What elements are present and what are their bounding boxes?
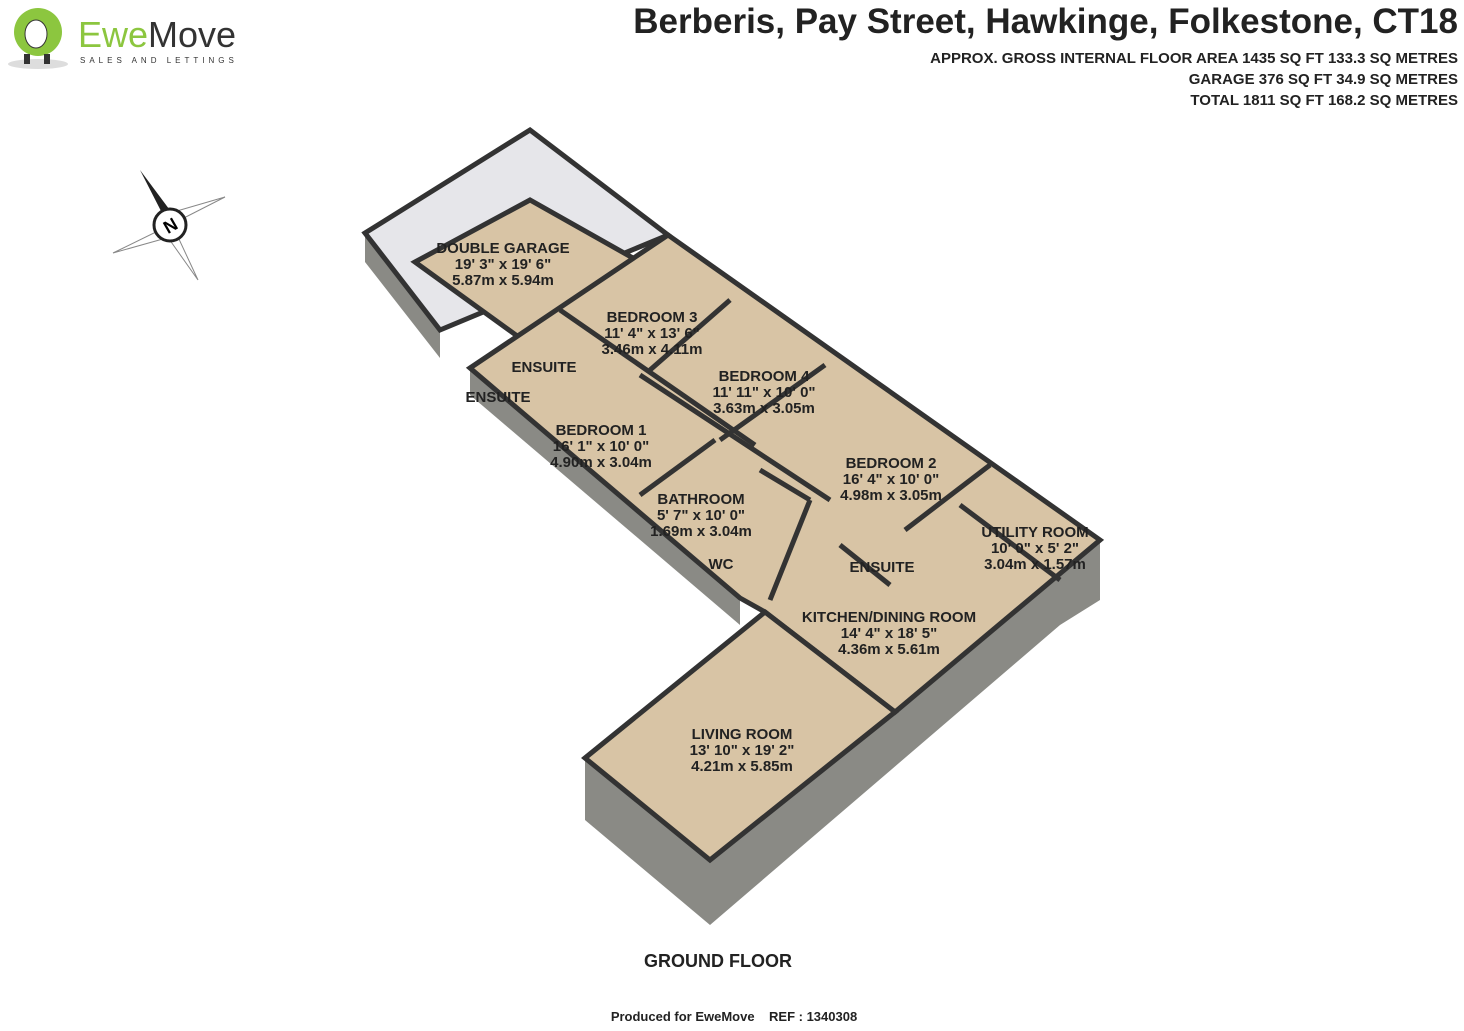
room-name: WC <box>708 556 734 573</box>
logo-wordmark: EweMove <box>78 14 236 56</box>
room-name: BEDROOM 4 <box>718 368 810 385</box>
area-total: TOTAL 1811 SQ FT 168.2 SQ METRES <box>1190 92 1458 109</box>
footer-reference: Produced for EweMove REF : 1340308 <box>610 1009 858 1024</box>
room-size-metric: 3.63m x 3.05m <box>713 400 815 417</box>
area-gross: APPROX. GROSS INTERNAL FLOOR AREA 1435 S… <box>930 50 1458 67</box>
logo-ewe: Ewe <box>78 14 149 55</box>
floors <box>361 126 1105 864</box>
property-address: Berberis, Pay Street, Hawkinge, Folkesto… <box>633 2 1458 41</box>
room-size-metric: 3.04m x 1.57m <box>984 556 1086 573</box>
room-size-imperial: 11' 11" x 10' 0" <box>712 384 816 401</box>
floor-label: GROUND FLOOR <box>644 951 792 971</box>
logo-tagline: SALES AND LETTINGS <box>80 56 238 65</box>
room-size-metric: 3.46m x 4.11m <box>601 341 703 358</box>
room-size-imperial: 16' 1" x 10' 0" <box>552 438 650 455</box>
room-size-imperial: 14' 4" x 18' 5" <box>840 625 938 642</box>
room-ensuite-3: ENSUITE <box>849 560 914 576</box>
room-wc: WC <box>709 557 734 573</box>
room-size-metric: 1.69m x 3.04m <box>650 523 752 540</box>
room-name: LIVING ROOM <box>691 726 793 743</box>
area-garage: GARAGE 376 SQ FT 34.9 SQ METRES <box>1188 71 1458 88</box>
room-name: ENSUITE <box>849 559 915 576</box>
room-name: DOUBLE GARAGE <box>436 240 570 257</box>
sheep-logo-icon <box>8 8 68 69</box>
room-ensuite-1: ENSUITE <box>511 360 576 376</box>
room-ensuite-2: ENSUITE <box>465 390 530 406</box>
room-name: UTILITY ROOM <box>981 524 1089 541</box>
room-size-metric: 4.90m x 3.04m <box>550 454 652 471</box>
room-size-metric: 4.98m x 3.05m <box>840 487 942 504</box>
room-name: KITCHEN/DINING ROOM <box>801 609 977 626</box>
exterior-walls <box>365 233 1100 925</box>
room-size-imperial: 10' 0" x 5' 2" <box>990 540 1080 557</box>
room-size-imperial: 11' 4" x 13' 6" <box>604 325 700 342</box>
room-name: BEDROOM 2 <box>845 455 937 472</box>
room-size-metric: 4.36m x 5.61m <box>838 641 940 658</box>
room-name: BATHROOM <box>657 491 745 508</box>
interior-walls <box>558 298 1062 601</box>
room-size-imperial: 5' 7" x 10' 0" <box>656 507 746 524</box>
logo-move: Move <box>148 14 237 55</box>
room-name: BEDROOM 3 <box>606 309 698 326</box>
compass-icon: N <box>112 170 226 281</box>
room-size-imperial: 13' 10" x 19' 2" <box>689 742 795 759</box>
room-name: BEDROOM 1 <box>555 422 647 439</box>
room-size-metric: 4.21m x 5.85m <box>691 758 793 775</box>
room-name: ENSUITE <box>465 389 531 406</box>
room-size-metric: 5.87m x 5.94m <box>452 272 554 289</box>
room-name: ENSUITE <box>511 359 577 376</box>
room-size-imperial: 16' 4" x 10' 0" <box>842 471 940 488</box>
room-size-imperial: 19' 3" x 19' 6" <box>454 256 552 273</box>
